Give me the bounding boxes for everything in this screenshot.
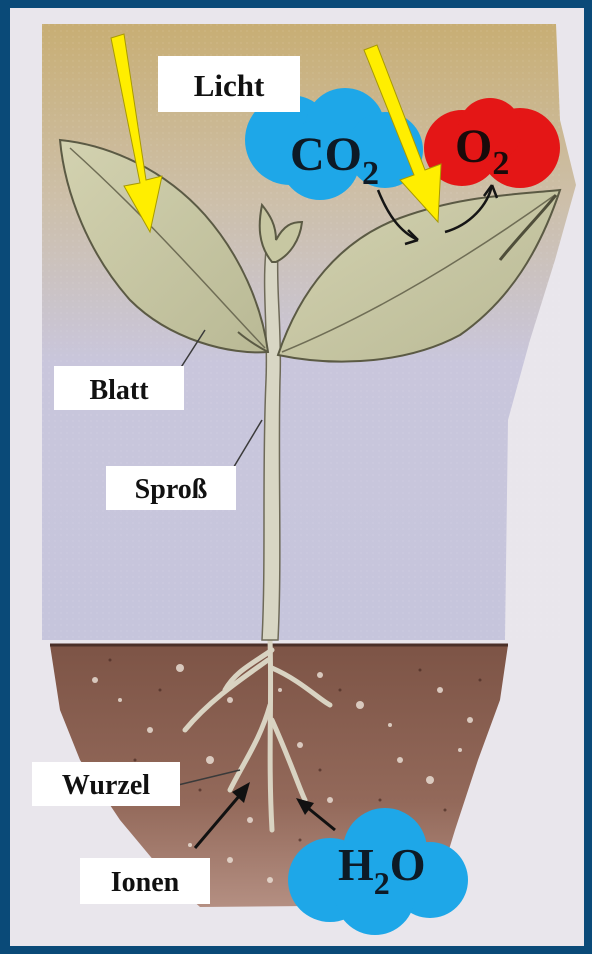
label-root: Wurzel (32, 762, 180, 806)
label-leaf: Blatt (54, 366, 184, 410)
label-ions: Ionen (80, 858, 210, 904)
svg-text:Licht: Licht (194, 68, 265, 103)
svg-text:Ionen: Ionen (111, 867, 180, 898)
label-shoot: Sproß (106, 466, 236, 510)
svg-text:Sproß: Sproß (135, 474, 208, 505)
svg-text:Wurzel: Wurzel (62, 770, 150, 801)
svg-text:Blatt: Blatt (89, 375, 149, 406)
plant-stem (262, 250, 280, 640)
label-light: Licht (158, 56, 300, 112)
